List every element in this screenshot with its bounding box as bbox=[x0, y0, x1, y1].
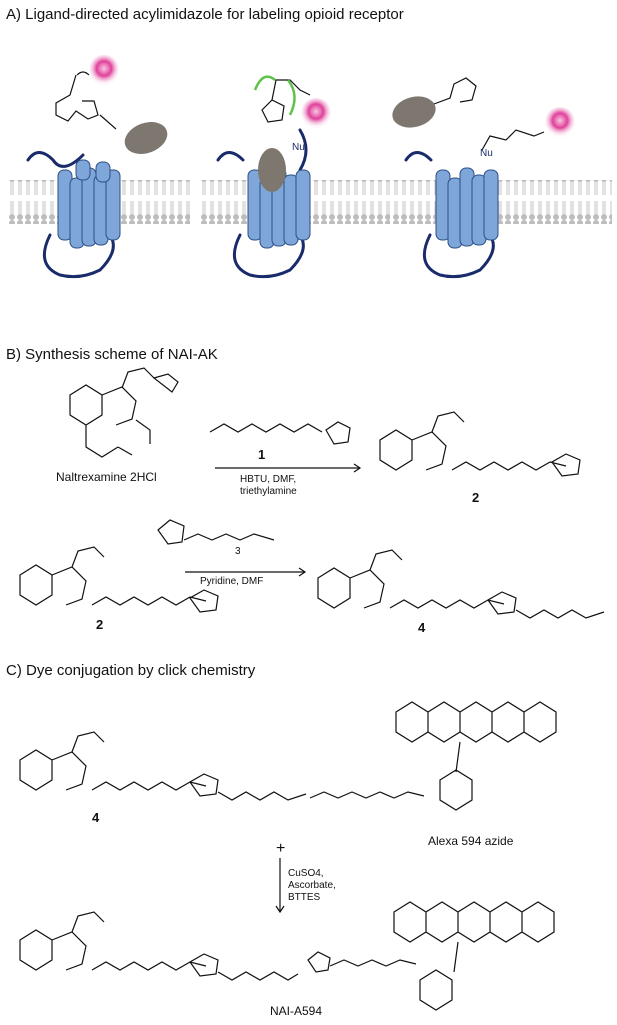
panel-a1 bbox=[8, 55, 190, 279]
alexa-azide-label: Alexa 594 azide bbox=[428, 834, 514, 848]
compound-4-structure bbox=[317, 549, 605, 619]
compound-2-label: 2 bbox=[96, 617, 104, 632]
reagent-1-structure bbox=[209, 421, 351, 445]
naltrexamine-structure bbox=[69, 367, 179, 458]
compound-4c-structure bbox=[19, 731, 307, 801]
alexa-594-azide-structure bbox=[309, 701, 557, 811]
naltrexamine-label: Naltrexamine 2HCl bbox=[56, 470, 157, 484]
section-a-title: A) Ligand-directed acylimidazole for lab… bbox=[6, 6, 404, 23]
product-2-structure bbox=[379, 411, 581, 477]
panel-a2 bbox=[200, 75, 390, 279]
click-conditions-2: Ascorbate, bbox=[288, 880, 336, 891]
compound-4c-label: 4 bbox=[92, 810, 100, 825]
nai-a594-structure bbox=[19, 901, 555, 1011]
conditions-2: Pyridine, DMF bbox=[200, 576, 264, 587]
receptor-bundle-1 bbox=[57, 159, 121, 249]
product-2-label: 2 bbox=[472, 490, 480, 505]
dye-sphere-2 bbox=[301, 98, 331, 128]
receptor-bundle-2 bbox=[247, 167, 311, 249]
reagent-1-label: 1 bbox=[258, 447, 266, 462]
nu-label-2: Nu bbox=[480, 148, 493, 159]
click-conditions-1: CuSO4, bbox=[288, 868, 324, 879]
reagent-3-label: 3 bbox=[235, 546, 241, 557]
compound-4-label: 4 bbox=[418, 620, 426, 635]
product-name: NAI-A594 bbox=[270, 1004, 323, 1018]
click-conditions-3: BTTES bbox=[288, 892, 321, 903]
ligand-blob-1 bbox=[124, 122, 168, 154]
conditions-1-line2: triethylamine bbox=[240, 486, 297, 497]
section-b-title: B) Synthesis scheme of NAI-AK bbox=[6, 346, 218, 363]
panel-a3 bbox=[392, 77, 612, 279]
plus-sign: + bbox=[276, 840, 286, 857]
section-c-title: C) Dye conjugation by click chemistry bbox=[6, 662, 256, 679]
compound-2-structure bbox=[19, 546, 219, 613]
ligand-blob-2 bbox=[258, 148, 286, 192]
reagent-3-structure bbox=[157, 519, 275, 545]
ligand-blob-3 bbox=[392, 96, 436, 128]
dye-sphere-3 bbox=[545, 107, 575, 137]
dye-sphere-1 bbox=[89, 55, 119, 85]
conditions-1-line1: HBTU, DMF, bbox=[240, 474, 297, 485]
nu-label-1: Nu bbox=[292, 142, 305, 153]
receptor-bundle-3 bbox=[435, 167, 499, 249]
